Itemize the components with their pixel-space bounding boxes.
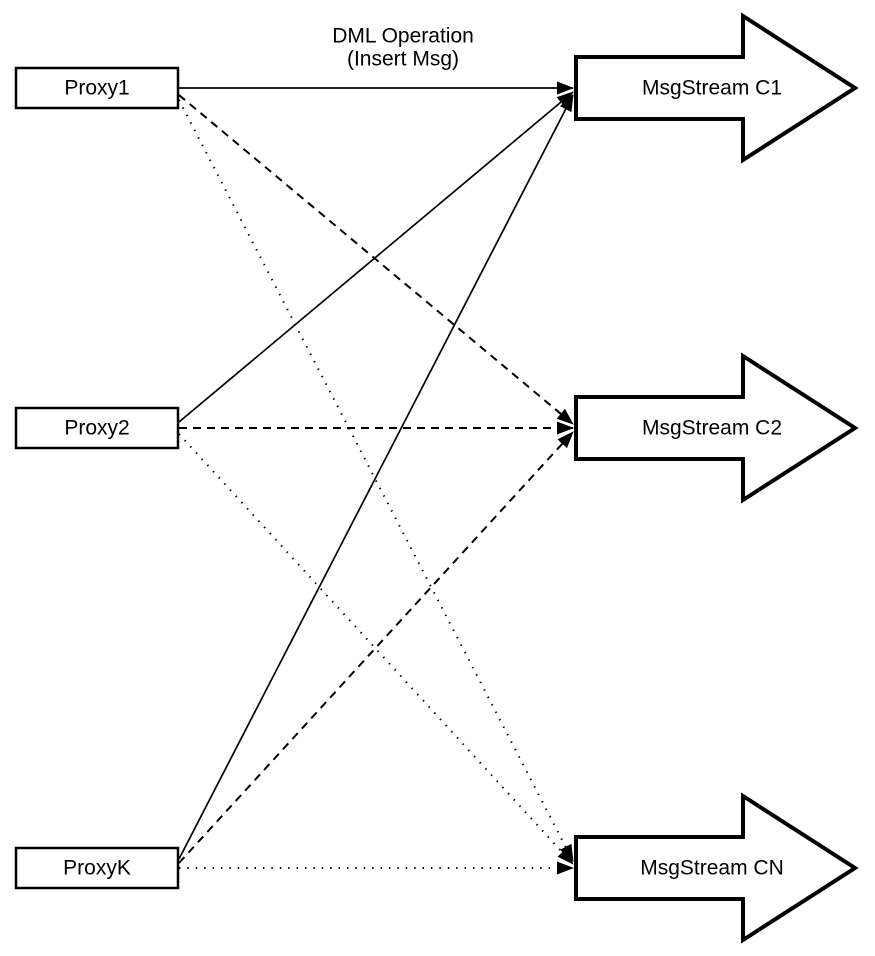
edge-proxy1-to-msgstream-cn [178, 99, 574, 862]
msgstream-c1-label: MsgStream C1 [642, 77, 782, 100]
msgstream-cn-arrow-shape [574, 792, 859, 944]
edge-proxy2-to-msgstream-c1 [178, 91, 574, 423]
annotation-line1: DML Operation [332, 25, 474, 48]
edge-proxy1-to-msgstream-c2 [178, 94, 574, 425]
msgstream-c2-label: MsgStream C2 [642, 417, 782, 440]
proxyk-label: ProxyK [63, 857, 131, 880]
edge-proxyk-to-msgstream-c2 [178, 431, 574, 864]
proxy1-label: Proxy1 [64, 77, 129, 100]
annotation-line2: (Insert Msg) [347, 48, 459, 71]
dml-operation-annotation: DML Operation (Insert Msg) [332, 25, 474, 71]
proxy2-label: Proxy2 [64, 417, 129, 440]
proxyk-box [14, 846, 180, 890]
proxy2-box [14, 406, 180, 450]
msgstream-c2-node: MsgStream C2 [574, 352, 859, 504]
msgstream-c1-arrow-shape [574, 12, 859, 164]
msgstream-c1-node: MsgStream C1 [574, 12, 859, 164]
edge-proxyk-to-msgstream-c1 [178, 94, 574, 860]
msgstream-c2-arrow-shape [574, 352, 859, 504]
proxy1-box [14, 66, 180, 110]
proxy1-node: Proxy1 [14, 66, 180, 110]
edges-layer [178, 81, 574, 875]
msgstream-cn-node: MsgStream CN [574, 792, 859, 944]
msgstream-cn-label: MsgStream CN [640, 857, 784, 880]
proxyk-node: ProxyK [14, 846, 180, 890]
proxy2-node: Proxy2 [14, 406, 180, 450]
